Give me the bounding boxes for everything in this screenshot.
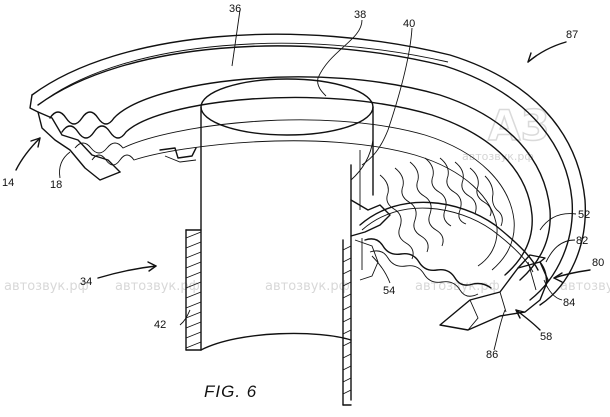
ref-40: 40 [403,18,415,30]
section-hatching [185,231,352,395]
watermark-text-5: автозвук.рф [560,279,610,294]
ref-36: 36 [229,3,241,15]
ref-38: 38 [354,9,366,21]
corrugated-surround [49,76,551,297]
leader-lines [59,9,577,351]
ref-54: 54 [383,285,395,297]
clip-assembly [439,254,549,331]
gasket-ring [29,33,587,306]
watermark-text-2: автозвук.рф [115,279,200,294]
reference-arrows [15,41,591,331]
ref-14: 14 [2,177,14,189]
ref-80: 80 [592,257,604,269]
ref-82: 82 [576,235,588,247]
ref-86: 86 [486,349,498,361]
lead-wire [359,201,539,273]
voice-coil-cylinder [185,78,374,406]
ref-58: 58 [540,331,552,343]
watermark-logo-caption: автозвук.рф [462,150,534,163]
ref-34: 34 [80,276,92,288]
watermark-text-1: автозвук.рф [4,279,89,294]
ref-84: 84 [563,297,575,309]
watermark-text-3: автозвук.рф [265,279,350,294]
ref-18: 18 [50,179,62,191]
ref-87: 87 [566,29,578,41]
reference-numerals: 36 38 40 87 14 18 52 82 80 34 54 84 42 5… [2,3,604,361]
figure-caption: FIG. 6 [204,382,257,401]
ref-52: 52 [578,209,590,221]
inner-bracket [159,147,197,163]
spider-attachment [350,199,391,281]
ref-42: 42 [154,319,166,331]
